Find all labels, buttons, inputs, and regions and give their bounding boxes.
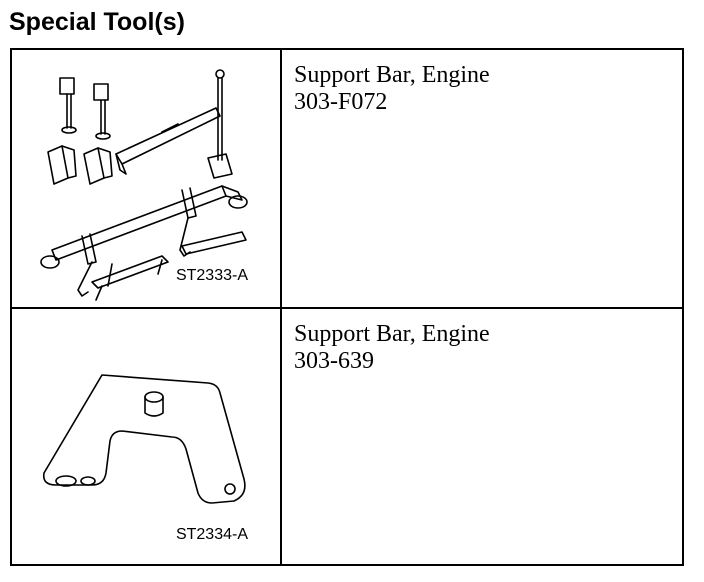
page-title: Special Tool(s) bbox=[9, 8, 185, 36]
tool-number: 303-639 bbox=[294, 348, 374, 374]
figure-code: ST2333-A bbox=[175, 267, 248, 284]
support-bar-plate-illustration bbox=[42, 374, 246, 504]
figure-code: ST2334-A bbox=[175, 526, 248, 543]
tool-illustration-cell: ST2334-A bbox=[12, 309, 282, 564]
engine-support-bar-illustration bbox=[40, 69, 248, 301]
tool-name: Support Bar, Engine bbox=[294, 62, 490, 88]
tool-description-cell: Support Bar, Engine 303-F072 bbox=[282, 50, 682, 309]
tool-illustration-cell: ST2333-A bbox=[12, 50, 282, 309]
tool-description-cell: Support Bar, Engine 303-639 bbox=[282, 309, 682, 564]
tool-number: 303-F072 bbox=[294, 89, 388, 115]
special-tools-table: ST2333-A Support Bar, Engine 303-F072 ST… bbox=[10, 48, 684, 566]
tool-name: Support Bar, Engine bbox=[294, 321, 490, 347]
